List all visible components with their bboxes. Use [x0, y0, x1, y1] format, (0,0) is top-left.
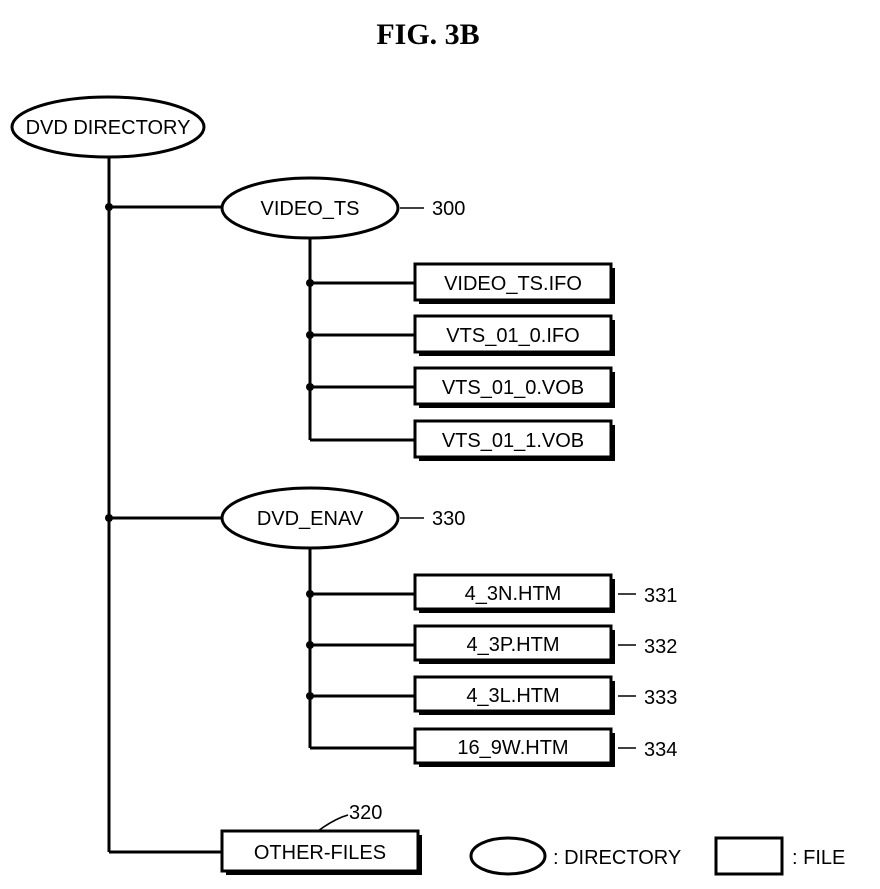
file-node-video-ts-ifo: VIDEO_TS.IFO [306, 264, 615, 304]
file-label: 4_3P.HTM [466, 634, 559, 656]
file-node-4-3l-htm: 4_3L.HTM 333 [306, 677, 677, 715]
legend: : DIRECTORY : FILE [471, 838, 845, 874]
video-ts-label: VIDEO_TS [261, 198, 360, 220]
ref-number-300: 300 [432, 198, 465, 220]
junction-dot [105, 203, 113, 211]
other-files-node: OTHER-FILES [222, 831, 422, 875]
legend-directory-label: : DIRECTORY [553, 847, 681, 869]
file-label: VTS_01_0.VOB [442, 377, 584, 399]
file-node-16-9w-htm: 16_9W.HTM 334 [310, 729, 677, 767]
file-label: 4_3L.HTM [466, 685, 559, 707]
ref-number-330: 330 [432, 508, 465, 530]
video-ts-directory-node: VIDEO_TS [222, 178, 398, 238]
legend-file-symbol [716, 838, 782, 874]
other-files-label: OTHER-FILES [254, 842, 386, 864]
ref-number-332: 332 [644, 636, 677, 658]
root-directory-label: DVD DIRECTORY [26, 117, 191, 139]
legend-file-label: : FILE [792, 847, 845, 869]
figure-title: FIG. 3B [376, 18, 479, 51]
file-label: VIDEO_TS.IFO [444, 273, 582, 295]
file-node-vts-01-0-vob: VTS_01_0.VOB [306, 368, 615, 408]
ref-number-331: 331 [644, 585, 677, 607]
file-label: VTS_01_0.IFO [446, 325, 579, 347]
file-label: VTS_01_1.VOB [442, 430, 584, 452]
file-node-4-3p-htm: 4_3P.HTM 332 [306, 626, 677, 664]
file-label: 4_3N.HTM [465, 583, 562, 605]
file-label: 16_9W.HTM [457, 737, 568, 759]
file-node-4-3n-htm: 4_3N.HTM 331 [306, 575, 677, 613]
junction-dot [105, 514, 113, 522]
dvd-enav-directory-node: DVD_ENAV [222, 488, 398, 548]
root-directory-node: DVD DIRECTORY [12, 97, 204, 157]
dvd-enav-label: DVD_ENAV [257, 508, 364, 530]
ref-number-334: 334 [644, 739, 677, 761]
legend-directory-symbol [471, 838, 545, 874]
ref-number-333: 333 [644, 687, 677, 709]
file-node-vts-01-1-vob: VTS_01_1.VOB [310, 421, 615, 461]
leader-line [318, 815, 348, 831]
ref-number-320: 320 [349, 802, 382, 824]
file-node-vts-01-0-ifo: VTS_01_0.IFO [306, 316, 615, 356]
